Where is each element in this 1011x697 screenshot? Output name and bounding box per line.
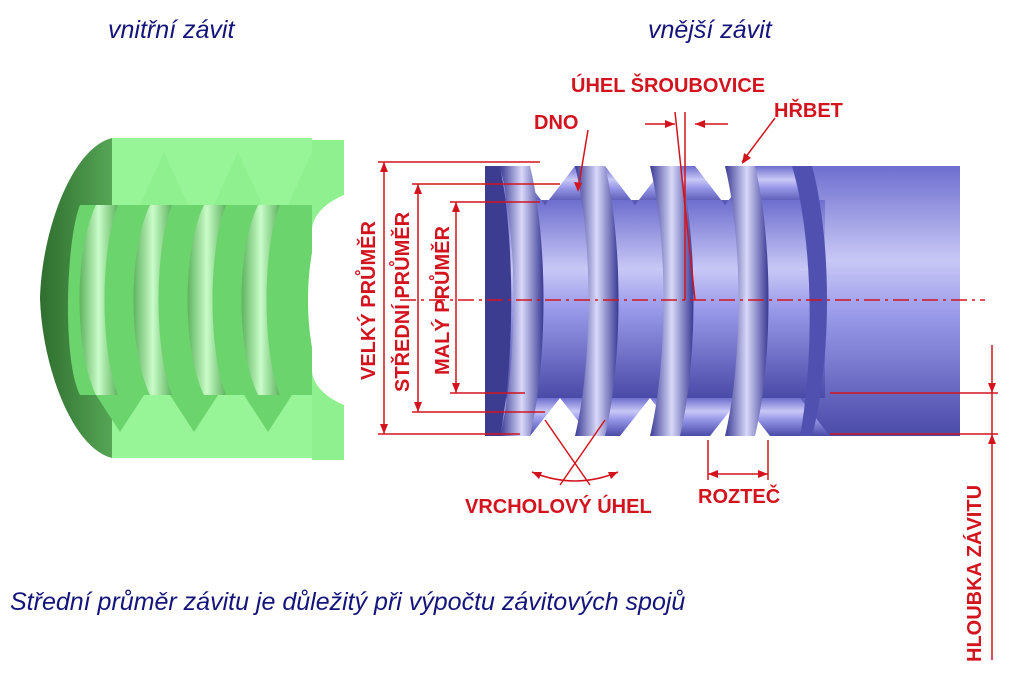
internal-thread-title: vnitřní závit <box>108 16 235 44</box>
dimension-arrows <box>380 120 996 479</box>
nut-bore-opening <box>308 190 344 410</box>
pitch-diameter-label: STŘEDNÍ PRŮMĚR <box>392 211 414 392</box>
thread-angle-label: VRCHOLOVÝ ÚHEL <box>465 496 652 518</box>
crest-leader <box>741 117 776 163</box>
bolt-helical-ridges <box>500 166 827 436</box>
thread-angle-arc <box>531 471 619 482</box>
thread-depth-label: HLOUBKA ZÁVITU <box>964 484 986 662</box>
internal-thread-nut <box>40 138 344 460</box>
bolt-bottom-teeth <box>485 398 830 436</box>
bolt-top-teeth <box>485 166 800 205</box>
root-label: DNO <box>534 112 579 134</box>
nut-lower-teeth <box>96 395 292 432</box>
helix-angle-label: ÚHEL ŠROUBOVICE <box>571 75 766 97</box>
external-thread-bolt <box>485 166 960 436</box>
minor-diameter-label: MALÝ PRŮMĚR <box>432 226 454 375</box>
crest-label: HŘBET <box>774 100 843 122</box>
pitch-diameter-note: Střední průměr závitu je důležitý při vý… <box>10 588 686 616</box>
root-leader <box>577 129 589 191</box>
nut-thread-ridges <box>79 205 280 395</box>
dimension-lines <box>378 111 998 660</box>
pitch-label: ROZTEČ <box>698 486 781 508</box>
thread-angle-line-2 <box>559 419 606 486</box>
major-diameter-label: VELKÝ PRŮMĚR <box>358 221 380 380</box>
nut-upper-section <box>112 138 312 205</box>
external-thread-title: vnější závit <box>648 16 772 44</box>
thread-angle-line-1 <box>544 419 591 486</box>
